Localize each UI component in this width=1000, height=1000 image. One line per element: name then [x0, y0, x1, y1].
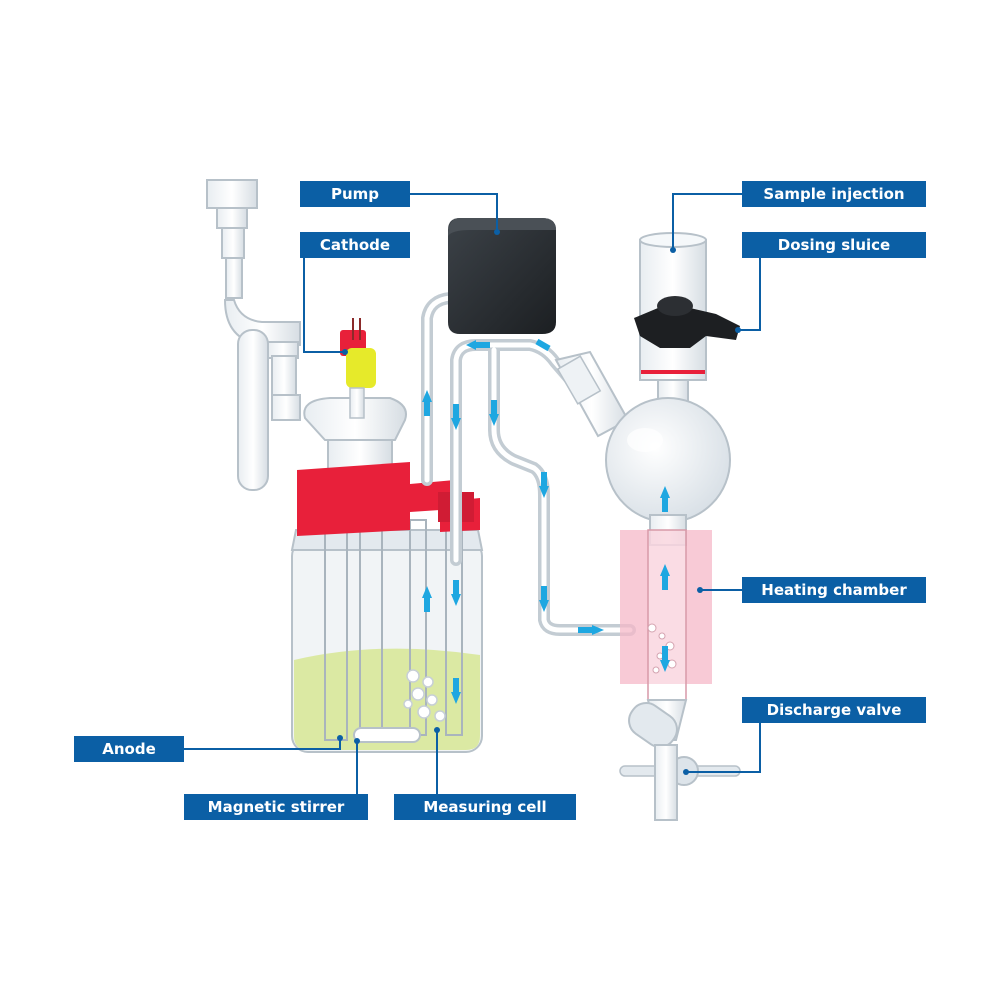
drying-tube	[206, 179, 301, 491]
label-heating-chamber: Heating chamber	[742, 577, 926, 603]
measuring-cell-vessel	[290, 397, 484, 753]
label-discharge-valve: Discharge valve	[742, 697, 926, 723]
label-cathode: Cathode	[300, 232, 410, 258]
discharge-valve-body	[619, 699, 741, 821]
label-sample-injection: Sample injection	[742, 181, 926, 207]
pump-body	[448, 218, 556, 334]
dosing-sluice-handle	[634, 296, 740, 348]
flow-arrow-icon	[422, 338, 670, 704]
label-pump: Pump	[300, 181, 410, 207]
label-measuring-cell: Measuring cell	[394, 794, 576, 820]
label-anode: Anode	[74, 736, 184, 762]
label-magnetic-stirrer: Magnetic stirrer	[184, 794, 368, 820]
label-dosing-sluice: Dosing sluice	[742, 232, 926, 258]
heating-chamber-sleeve	[620, 529, 712, 701]
round-flask	[605, 397, 731, 546]
leader-dots	[337, 229, 741, 775]
